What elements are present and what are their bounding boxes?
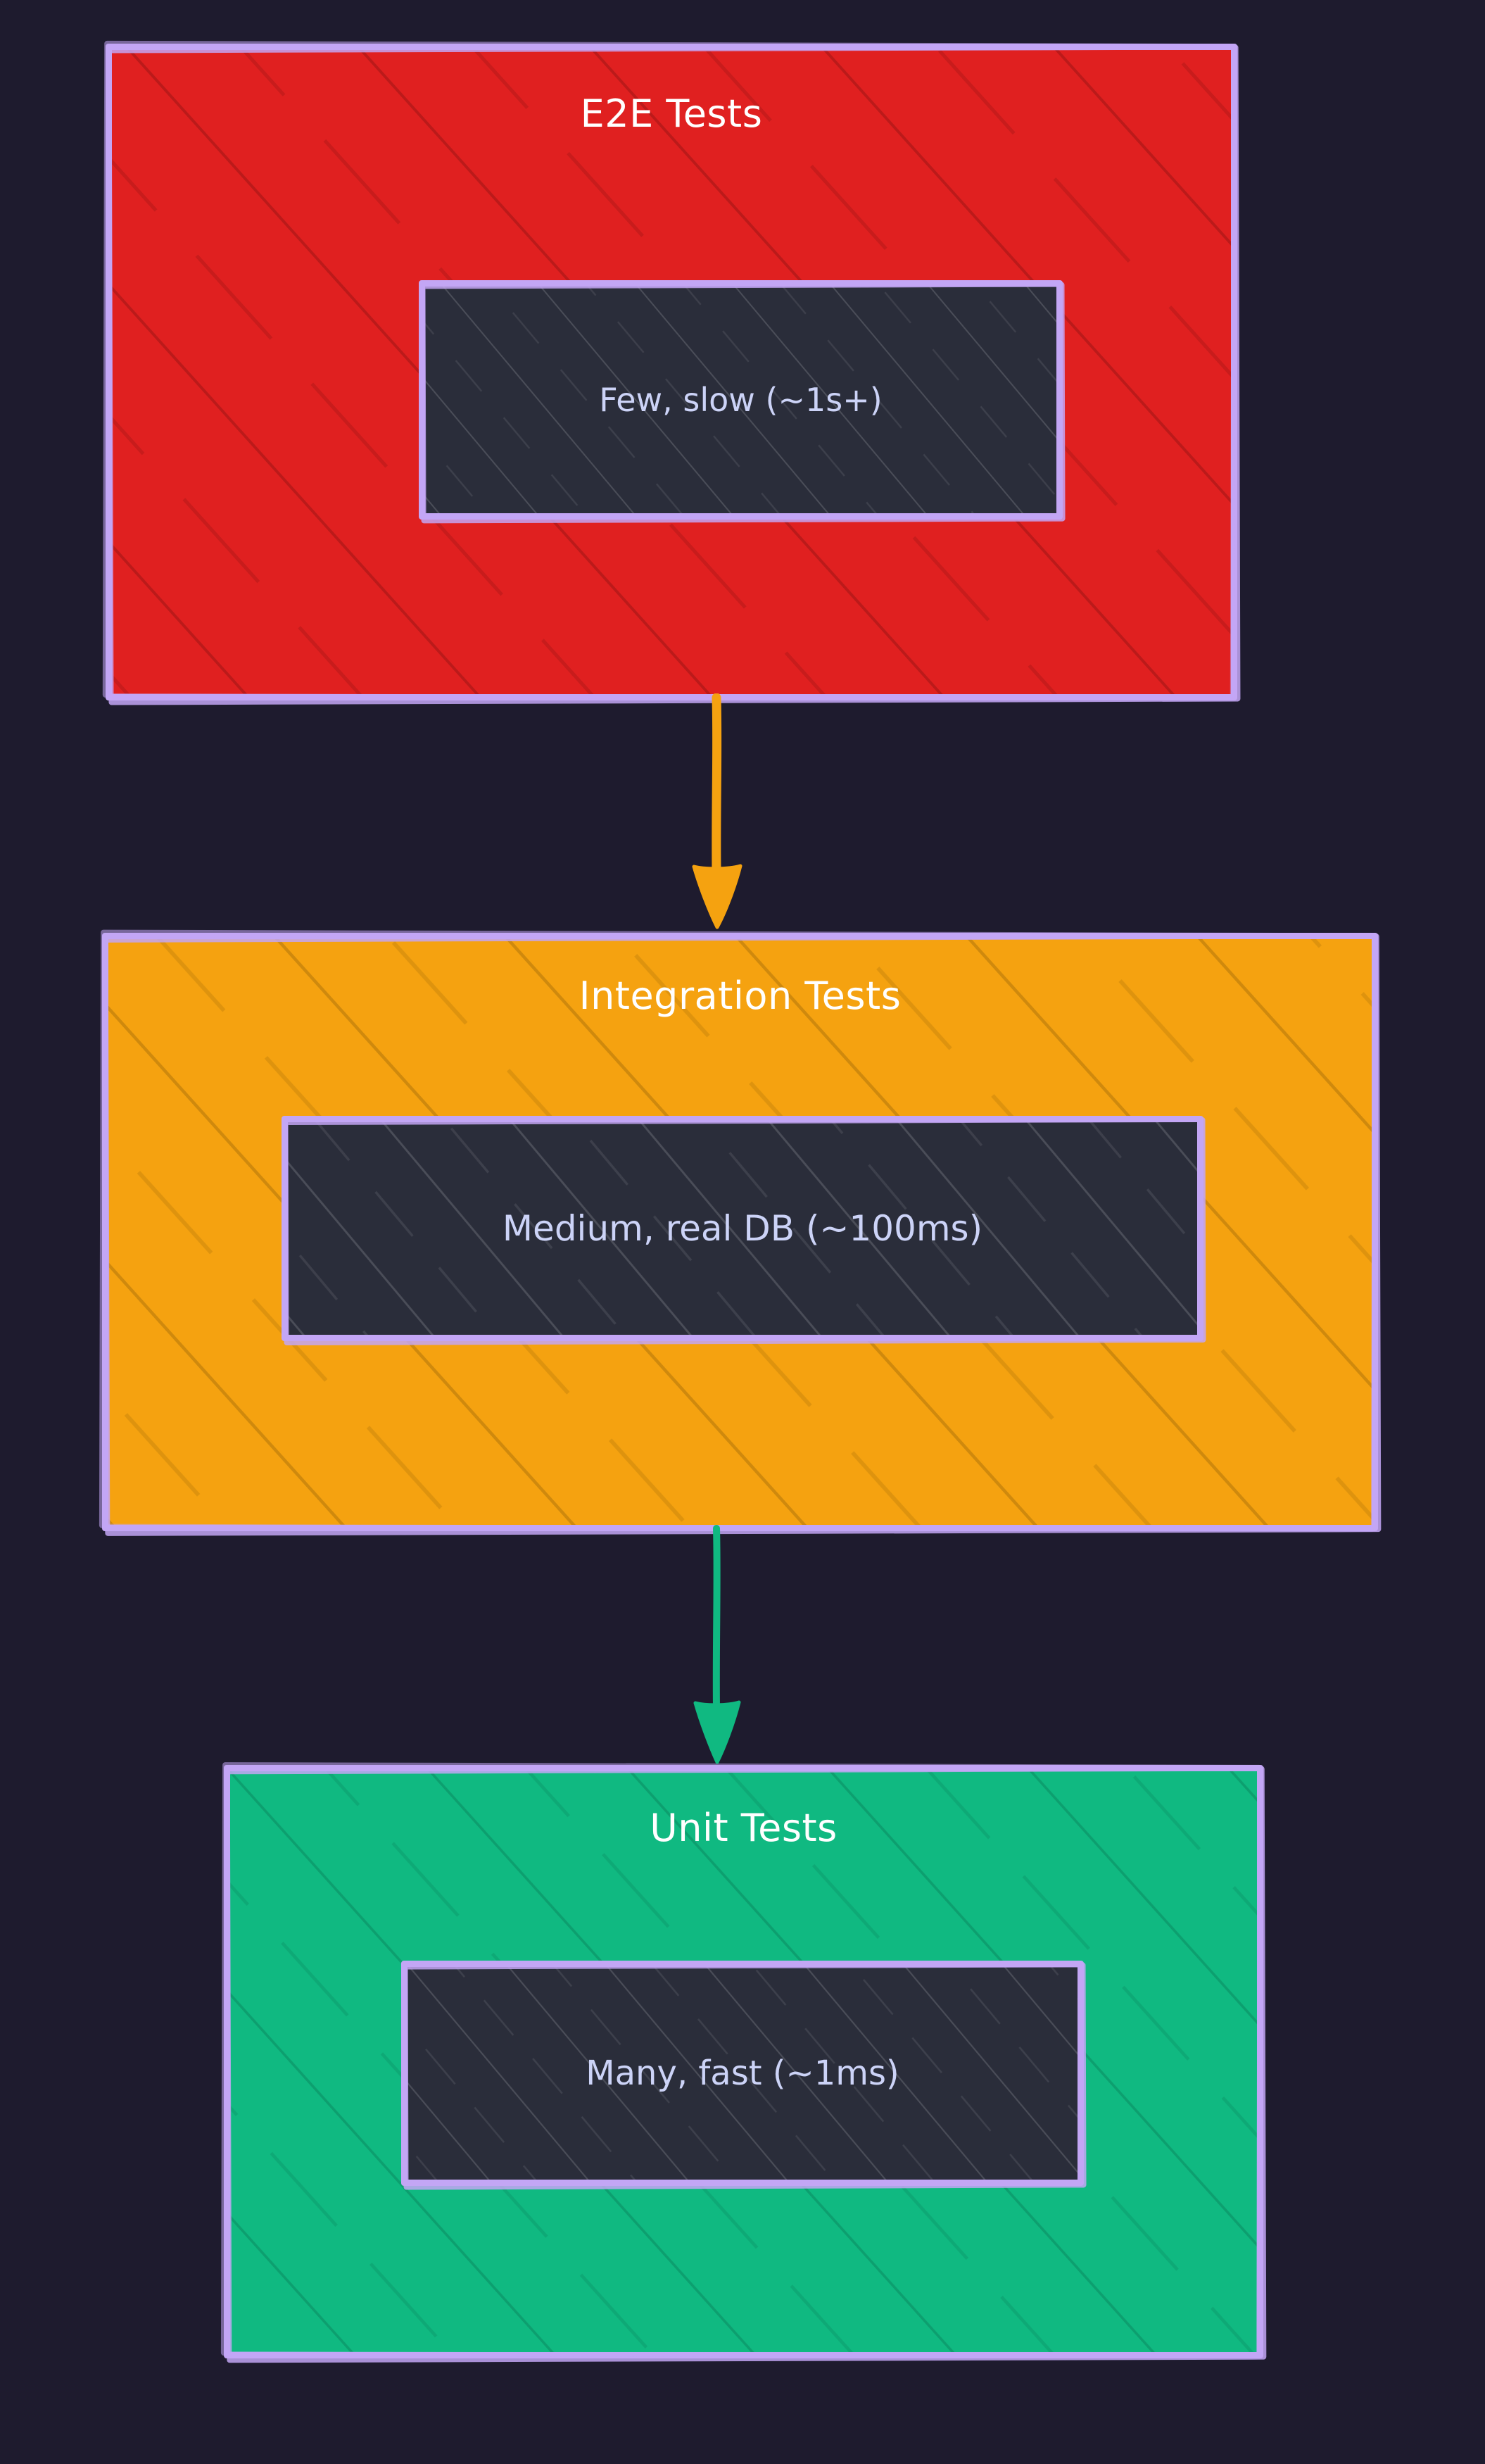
card-unit-detail[interactable]: Many, fast (~1ms) xyxy=(401,1961,1087,2190)
node-unit-fill xyxy=(227,1768,1260,2356)
card-integration-fill xyxy=(285,1119,1200,1338)
card-e2e-fill xyxy=(422,284,1059,516)
card-e2e-detail[interactable]: Few, slow (~1s+) xyxy=(419,280,1066,524)
card-integration-detail[interactable]: Medium, real DB (~100ms) xyxy=(282,1116,1206,1346)
edge-line-2 xyxy=(712,1525,721,1712)
hatch-texture-card-1 xyxy=(422,284,1059,516)
edge-line-1 xyxy=(712,693,722,876)
edge-e2e-to-integration xyxy=(692,693,742,929)
node-unit-tests[interactable]: Unit Tests Many, fast (~1ms) xyxy=(220,1762,1267,2363)
card-unit-label: Many, fast (~1ms) xyxy=(586,2054,899,2093)
node-integration-tests[interactable]: Integration Tests Medium, real DB (~100m… xyxy=(99,929,1382,1536)
card-e2e-label: Few, slow (~1s+) xyxy=(599,381,883,419)
card-unit-fill xyxy=(405,1964,1080,2182)
node-unit-title: Unit Tests xyxy=(650,1806,838,1850)
node-e2e-title: E2E Tests xyxy=(580,92,763,136)
node-e2e-tests[interactable]: E2E Tests Few, slow (~1s+) xyxy=(102,40,1241,705)
node-integration-title: Integration Tests xyxy=(579,974,902,1018)
hatch-texture-card-3 xyxy=(405,1964,1080,2182)
hatch-texture-card-2 xyxy=(285,1119,1200,1338)
arrowhead-2 xyxy=(693,1700,741,1764)
card-integration-label: Medium, real DB (~100ms) xyxy=(502,1208,983,1249)
arrowhead-1 xyxy=(692,864,742,929)
edge-integration-to-unit xyxy=(693,1525,741,1764)
